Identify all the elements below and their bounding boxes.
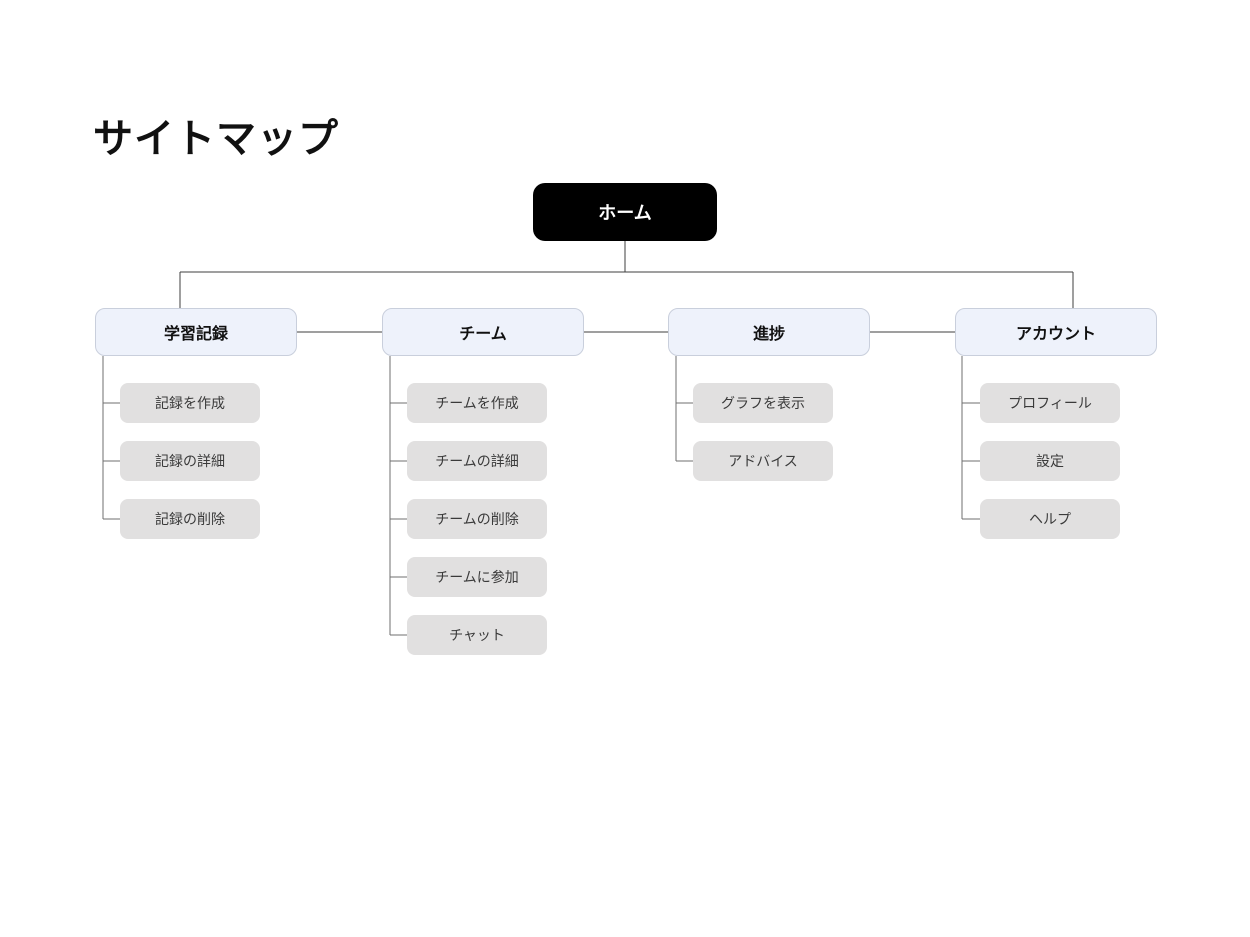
child-node-record-delete[interactable]: 記録の削除 xyxy=(120,499,260,539)
child-node-team-join[interactable]: チームに参加 xyxy=(407,557,547,597)
section-node-progress[interactable]: 進捗 xyxy=(668,308,870,356)
section-node-study-log[interactable]: 学習記録 xyxy=(95,308,297,356)
child-node-chat[interactable]: チャット xyxy=(407,615,547,655)
child-node-record-detail[interactable]: 記録の詳細 xyxy=(120,441,260,481)
connector-lines-top xyxy=(179,241,1074,333)
child-node-team-delete[interactable]: チームの削除 xyxy=(407,499,547,539)
child-node-team-create[interactable]: チームを作成 xyxy=(407,383,547,423)
child-node-show-graph[interactable]: グラフを表示 xyxy=(693,383,833,423)
child-node-help[interactable]: ヘルプ xyxy=(980,499,1120,539)
child-node-team-detail[interactable]: チームの詳細 xyxy=(407,441,547,481)
root-node-home[interactable]: ホーム xyxy=(533,183,717,241)
child-node-advice[interactable]: アドバイス xyxy=(693,441,833,481)
page-title: サイトマップ xyxy=(93,117,339,161)
section-node-account[interactable]: アカウント xyxy=(955,308,1157,356)
child-node-profile[interactable]: プロフィール xyxy=(980,383,1120,423)
section-node-team[interactable]: チーム xyxy=(382,308,584,356)
child-node-create-record[interactable]: 記録を作成 xyxy=(120,383,260,423)
child-node-settings[interactable]: 設定 xyxy=(980,441,1120,481)
